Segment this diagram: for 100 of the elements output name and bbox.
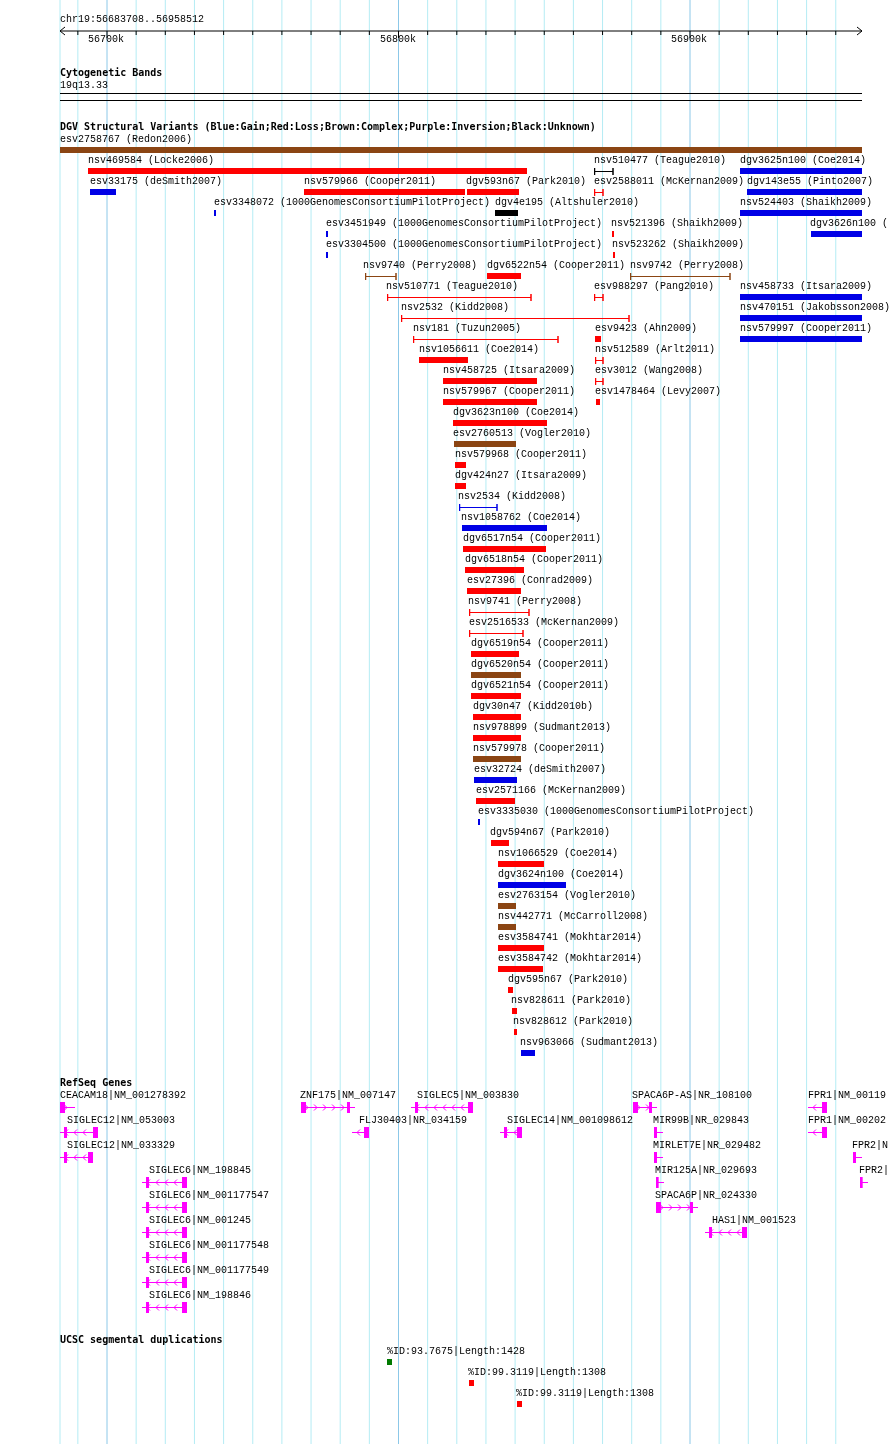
variant-label: esv33175 (deSmith2007) [90,176,223,188]
duplication-label: %ID:93.7675|Length:1428 [387,1346,526,1358]
variant-label: dgv3624n100 (Coe2014) [498,869,625,881]
variant-label: esv9423 (Ahn2009) [595,323,698,335]
variant-label: esv32724 (deSmith2007) [474,764,607,776]
variant-label: esv3304500 (1000GenomesConsortiumPilotProject) [326,239,603,251]
variant-label: dgv6521n54 (Cooper2011) [471,680,610,692]
track-heading: Cytogenetic Bands [60,67,163,79]
gene-label: MIRLET7E|NR_029482 [653,1140,762,1152]
variant-label: nsv1066529 (Coe2014) [498,848,619,860]
variant-label: esv3451949 (1000GenomesConsortiumPilotProject) [326,218,603,230]
gene-label: SIGLEC12|NM_053003 [67,1115,176,1127]
variant-label: nsv512589 (Arlt2011) [595,344,716,356]
variant-label: dgv6517n54 (Cooper2011) [463,533,602,545]
variant-label: nsv510771 (Teague2010) [386,281,519,293]
variant-label: nsv524403 (Shaikh2009) [740,197,873,209]
variant-label: esv2571166 (McKernan2009) [476,785,627,797]
variant-label: nsv579968 (Cooper2011) [455,449,588,461]
variant-label: nsv978899 (Sudmant2013) [473,722,612,734]
variant-label: nsv470151 (Jakobsson2008) [740,302,890,314]
gene-label: SPACA6P|NR_024330 [655,1190,758,1202]
variant-label: esv3335030 (1000GenomesConsortiumPilotProject) [478,806,755,818]
variant-label: dgv3626n100 ( [810,218,888,230]
variant-label: nsv828611 (Park2010) [511,995,632,1007]
variant-label: nsv510477 (Teague2010) [594,155,727,167]
variant-label: nsv1058762 (Coe2014) [461,512,582,524]
variant-label: esv3348072 (1000GenomesConsortiumPilotProject) [214,197,491,209]
gene-label: SIGLEC6|NM_001245 [149,1215,252,1227]
gene-label: SIGLEC6|NM_001177549 [149,1265,270,1277]
track-label: chr19:56683708..56958512 [60,14,205,26]
variant-label: esv3012 (Wang2008) [595,365,704,377]
variant-label: nsv9740 (Perry2008) [363,260,478,272]
variant-label: esv988297 (Pang2010) [594,281,715,293]
variant-label: dgv424n27 (Itsara2009) [455,470,588,482]
variant-label: nsv2532 (Kidd2008) [401,302,510,314]
gene-label: SPACA6P-AS|NR_108100 [632,1090,753,1102]
gene-label: FLJ30403|NR_034159 [359,1115,468,1127]
duplication-label: %ID:99.3119|Length:1308 [468,1367,607,1379]
variant-label: dgv593n67 (Park2010) [466,176,587,188]
variant-label: nsv521396 (Shaikh2009) [611,218,744,230]
variant-label: esv2588011 (McKernan2009) [594,176,745,188]
gene-label: ZNF175|NM_007147 [300,1090,396,1102]
gene-label: SIGLEC6|NM_198845 [149,1165,252,1177]
variant-label: dgv3623n100 (Coe2014) [453,407,580,419]
variant-label: nsv1056611 (Coe2014) [419,344,540,356]
gene-label: SIGLEC12|NM_033329 [67,1140,176,1152]
variant-label: dgv594n67 (Park2010) [490,827,611,839]
gene-label: CEACAM18|NM_001278392 [60,1090,187,1102]
variant-label: nsv2534 (Kidd2008) [458,491,567,503]
variant-label: esv2763154 (Vogler2010) [498,890,637,902]
variant-label: esv2516533 (McKernan2009) [469,617,620,629]
track-heading: RefSeq Genes [60,1077,133,1089]
scale-label: 56700k [88,34,124,46]
track-heading: DGV Structural Variants (Blue:Gain;Red:Loss;Brown:Complex;Purple:Inversion;Black:Unknown) [60,121,596,133]
variant-label: dgv3625n100 (Coe2014) [740,155,867,167]
variant-label: dgv143e55 (Pinto2007) [747,176,874,188]
variant-label: nsv963066 (Sudmant2013) [520,1037,659,1049]
track-label: 19q13.33 [60,80,108,92]
gene-label: FPR2| [859,1165,889,1177]
variant-label: dgv595n67 (Park2010) [508,974,629,986]
gene-label: FPR2|N [852,1140,888,1152]
gene-label: FPR1|NM_00202 [808,1115,886,1127]
gene-label: HAS1|NM_001523 [712,1215,796,1227]
variant-label: dgv6520n54 (Cooper2011) [471,659,610,671]
gene-label: SIGLEC5|NM_003830 [417,1090,520,1102]
variant-label: esv3584741 (Mokhtar2014) [498,932,643,944]
variant-label: nsv458733 (Itsara2009) [740,281,873,293]
variant-label: nsv579967 (Cooper2011) [443,386,576,398]
variant-label: dgv6518n54 (Cooper2011) [465,554,604,566]
gene-label: SIGLEC6|NM_198846 [149,1290,252,1302]
gene-label: SIGLEC14|NM_001098612 [507,1115,634,1127]
variant-label: esv1478464 (Levy2007) [595,386,722,398]
variant-label: nsv442771 (McCarroll2008) [498,911,649,923]
variant-label: esv2758767 (Redon2006) [60,134,193,146]
variant-label: nsv181 (Tuzun2005) [413,323,522,335]
track-heading: UCSC segmental duplications [60,1334,223,1346]
variant-label: dgv6522n54 (Cooper2011) [487,260,626,272]
variant-label: dgv30n47 (Kidd2010b) [473,701,594,713]
variant-label: nsv828612 (Park2010) [513,1016,634,1028]
variant-label: nsv458725 (Itsara2009) [443,365,576,377]
variant-label: nsv579966 (Cooper2011) [304,176,437,188]
gene-label: MIR99B|NR_029843 [653,1115,749,1127]
gene-label: SIGLEC6|NM_001177548 [149,1240,270,1252]
gene-label: MIR125A|NR_029693 [655,1165,758,1177]
duplication-label: %ID:99.3119|Length:1308 [516,1388,655,1400]
gene-label: FPR1|NM_00119 [808,1090,886,1102]
variant-label: nsv9741 (Perry2008) [468,596,583,608]
variant-label: nsv579997 (Cooper2011) [740,323,873,335]
scale-label: 56800k [380,34,416,46]
variant-label: esv2760513 (Vogler2010) [453,428,592,440]
variant-label: dgv6519n54 (Cooper2011) [471,638,610,650]
variant-label: nsv579978 (Cooper2011) [473,743,606,755]
variant-label: nsv469584 (Locke2006) [88,155,215,167]
scale-label: 56900k [671,34,707,46]
gene-label: SIGLEC6|NM_001177547 [149,1190,270,1202]
variant-label: nsv523262 (Shaikh2009) [612,239,745,251]
variant-label: dgv4e195 (Altshuler2010) [495,197,640,209]
variant-label: esv27396 (Conrad2009) [467,575,594,587]
variant-label: esv3584742 (Mokhtar2014) [498,953,643,965]
variant-label: nsv9742 (Perry2008) [630,260,745,272]
